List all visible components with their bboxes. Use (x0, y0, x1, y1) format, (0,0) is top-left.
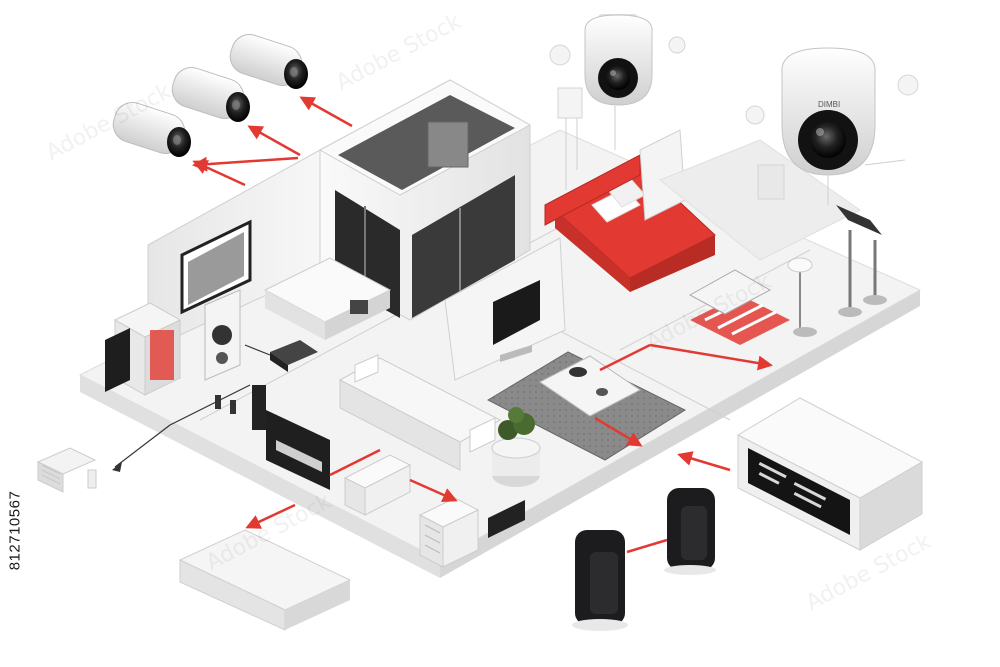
tripod-camera (836, 205, 887, 317)
wall-tv (493, 280, 540, 345)
access-terminal-right (664, 488, 716, 575)
tv-console (263, 257, 392, 340)
tv-wall (444, 237, 566, 381)
dome-camera-small (584, 14, 653, 106)
panel-slab (178, 529, 352, 631)
bullet-camera-2 (171, 67, 250, 122)
bedroom-area (639, 129, 861, 345)
potted-plant (491, 407, 541, 487)
floating-sensors (549, 36, 919, 200)
coffee-table (539, 355, 641, 417)
camera-brand-label: DIMBI (818, 100, 840, 109)
server-rack (105, 302, 182, 396)
wire-lines (565, 106, 906, 205)
dome-camera-large: DIMBI (781, 47, 876, 176)
speaker (204, 289, 241, 381)
radiator (36, 447, 97, 493)
red-bed (544, 154, 716, 292)
living-wall (147, 149, 321, 351)
ac-outdoor-unit (418, 497, 480, 568)
ac-indoor-unit (343, 454, 412, 516)
tablet-device (488, 500, 525, 538)
black-connection-lines (114, 344, 271, 468)
network-router (270, 340, 318, 372)
floor-devices (215, 385, 266, 430)
monitor-screen (266, 410, 330, 490)
white-sofa (338, 354, 502, 471)
red-arrows (192, 96, 773, 554)
stock-image-id: 812710567 (6, 490, 24, 570)
bullet-camera-3 (229, 34, 308, 89)
nvr-recorder (736, 397, 924, 551)
bullet-camera-1 (112, 102, 191, 157)
access-terminal-left (572, 530, 628, 631)
